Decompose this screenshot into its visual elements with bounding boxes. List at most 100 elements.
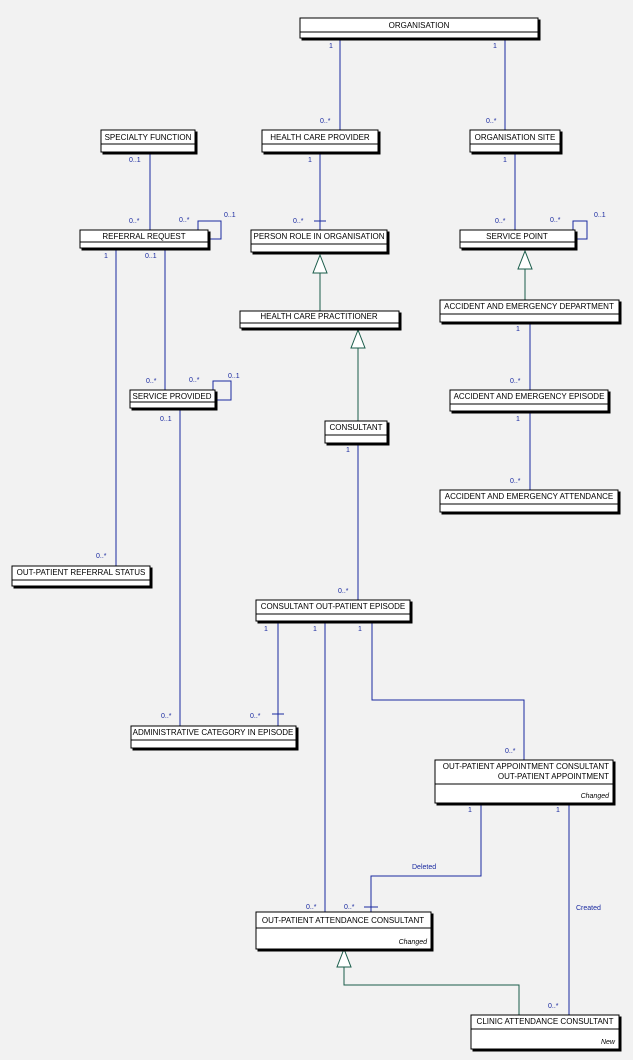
label-op-attendance: OUT-PATIENT ATTENDANCE CONSULTANT — [262, 916, 424, 925]
label-service-provided: SERVICE PROVIDED — [133, 392, 212, 401]
mult-opattendance-many-left: 0..* — [306, 904, 317, 911]
mult-consultant-1: 1 — [346, 447, 350, 454]
mult-referral-self-opt: 0..1 — [224, 212, 236, 219]
entity-labels: ORGANISATION SPECIALTY FUNCTION HEALTH C… — [17, 21, 614, 1026]
mult-hcprovider-many: 0..* — [320, 118, 331, 125]
label-specialty-function: SPECIALTY FUNCTION — [105, 133, 192, 142]
entity-service-point[interactable] — [459, 229, 576, 249]
assoc-referral-self — [197, 220, 222, 240]
assoc-servicepoint-self — [572, 220, 588, 240]
label-person-role: PERSON ROLE IN ORGANISATION — [254, 232, 385, 241]
compartment-lines — [12, 31, 619, 1030]
label-admin-category: ADMINISTRATIVE CATEGORY IN EPISODE — [133, 728, 294, 737]
entity-organisation[interactable] — [299, 17, 539, 39]
entity-service-provided[interactable] — [129, 389, 216, 409]
mult-clinic-many: 0..* — [548, 1003, 559, 1010]
mult-org-site-1: 1 — [493, 43, 497, 50]
mult-aeepisode-many: 0..* — [510, 378, 521, 385]
mult-aed-1: 1 — [516, 326, 520, 333]
gen-arrow-hcp — [350, 328, 366, 349]
label-ae-episode: ACCIDENT AND EMERGENCY EPISODE — [454, 392, 605, 401]
mult-aeattendance-many: 0..* — [510, 478, 521, 485]
label-op-appointment-line1: OUT-PATIENT APPOINTMENT CONSULTANT — [443, 762, 609, 771]
label-service-point: SERVICE POINT — [486, 232, 548, 241]
mult-episode-admin-1: 1 — [264, 626, 268, 633]
mult-servicepoint-self-opt: 0..1 — [594, 212, 606, 219]
mult-site-1: 1 — [503, 157, 507, 164]
entity-health-care-provider[interactable] — [261, 129, 379, 153]
gen-clinic-opattendance — [343, 967, 520, 1015]
label-consultant: CONSULTANT — [329, 423, 382, 432]
mult-referral-many: 0..* — [129, 218, 140, 225]
label-op-appointment-line2: OUT-PATIENT APPOINTMENT — [498, 772, 609, 781]
generalization-arrows — [312, 249, 533, 968]
mult-appointment-1-right: 1 — [556, 807, 560, 814]
assoc-appointment-attendance-deleted — [370, 803, 482, 912]
association-lines — [115, 38, 588, 1015]
entity-consultant[interactable] — [324, 420, 388, 444]
mult-opstatus-many: 0..* — [96, 553, 107, 560]
label-ae-department: ACCIDENT AND EMERGENCY DEPARTMENT — [444, 302, 614, 311]
entity-ae-department[interactable] — [439, 299, 620, 323]
mult-site-many: 0..* — [486, 118, 497, 125]
mult-serviceprovided-opt: 0..1 — [160, 416, 172, 423]
mult-specialty-opt: 0..1 — [129, 157, 141, 164]
gen-arrow-servicepoint — [517, 249, 533, 270]
label-health-care-practitioner: HEALTH CARE PRACTITIONER — [260, 312, 377, 321]
mult-episode-appointment-1: 1 — [358, 626, 362, 633]
mult-admin-many-right: 0..* — [250, 713, 261, 720]
label-op-referral-status: OUT-PATIENT REFERRAL STATUS — [17, 568, 146, 577]
entity-referral-request[interactable] — [79, 229, 209, 249]
stereotype-changed-appointment: Changed — [581, 793, 611, 800]
mult-opattendance-many-right: 0..* — [344, 904, 355, 911]
mult-consepisode-many: 0..* — [338, 588, 349, 595]
entity-op-attendance[interactable] — [255, 911, 432, 950]
entity-op-referral-status[interactable] — [11, 565, 151, 587]
entity-ae-episode[interactable] — [449, 389, 609, 412]
mult-personrole-many: 0..* — [293, 218, 304, 225]
entity-op-appointment[interactable] — [434, 759, 614, 804]
label-referral-request: REFERRAL REQUEST — [102, 232, 185, 241]
assoc-label-created: Created — [576, 905, 601, 912]
label-clinic-attendance: CLINIC ATTENDANCE CONSULTANT — [477, 1017, 614, 1026]
mult-serviceprovided-many: 0..* — [146, 378, 157, 385]
mult-referral-opt: 0..1 — [145, 253, 157, 260]
mult-org-hcp-1: 1 — [329, 43, 333, 50]
mult-admin-many-left: 0..* — [161, 713, 172, 720]
gen-arrow-opattendance — [336, 947, 352, 968]
entity-person-role[interactable] — [250, 229, 388, 253]
entity-clinic-attendance[interactable] — [470, 1014, 620, 1050]
entity-admin-category[interactable] — [130, 725, 297, 749]
mult-serviceprovided-self-opt: 0..1 — [228, 373, 240, 380]
mult-servicepoint-self-many: 0..* — [550, 217, 561, 224]
gen-arrow-personrole — [312, 253, 328, 274]
generalization-lines — [319, 269, 526, 1015]
mult-appointment-many: 0..* — [505, 748, 516, 755]
stereotype-new-clinic: New — [601, 1039, 616, 1046]
entity-organisation-site[interactable] — [469, 129, 561, 153]
mult-servicepoint-many: 0..* — [495, 218, 506, 225]
label-ae-attendance: ACCIDENT AND EMERGENCY ATTENDANCE — [445, 492, 613, 501]
mult-referral-1: 1 — [104, 253, 108, 260]
stereotype-changed-attendance: Changed — [399, 939, 429, 946]
entity-boxes — [11, 17, 620, 1050]
entity-cons-op-episode[interactable] — [255, 599, 411, 622]
mult-hcprovider-1: 1 — [308, 157, 312, 164]
mult-appointment-1-left: 1 — [468, 807, 472, 814]
mult-episode-attendance-1: 1 — [313, 626, 317, 633]
entity-health-care-practitioner[interactable] — [239, 310, 400, 329]
mult-serviceprovided-self-many: 0..* — [189, 377, 200, 384]
mult-referral-self-many: 0..* — [179, 217, 190, 224]
label-health-care-provider: HEALTH CARE PROVIDER — [270, 133, 370, 142]
assoc-episode-appointment — [371, 621, 525, 760]
label-cons-op-episode: CONSULTANT OUT-PATIENT EPISODE — [261, 602, 405, 611]
label-organisation: ORGANISATION — [389, 21, 450, 30]
entity-ae-attendance[interactable] — [439, 489, 619, 513]
mult-aeepisode-1: 1 — [516, 416, 520, 423]
assoc-label-deleted: Deleted — [412, 864, 436, 871]
assoc-serviceprovided-self — [212, 380, 232, 401]
entity-specialty-function[interactable] — [100, 129, 196, 153]
multiplicities: 1 1 0..* 0..* 0..1 1 1 0..* 0..* 0..1 0.… — [96, 43, 606, 1010]
label-organisation-site: ORGANISATION SITE — [475, 133, 556, 142]
